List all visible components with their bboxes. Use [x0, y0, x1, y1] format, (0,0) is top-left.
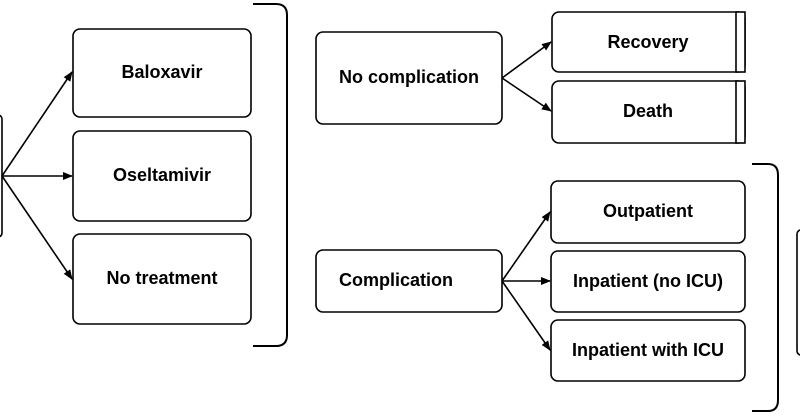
- decision-node: [0, 114, 3, 238]
- treatment-bracket: [253, 3, 288, 347]
- complication-bracket: [752, 163, 779, 412]
- node-no-treatment: No treatment: [72, 233, 252, 325]
- branch-to-outpatient: [501, 211, 551, 282]
- node-inpatient-with-icu: Inpatient with ICU: [550, 319, 746, 382]
- branch-to-death: [501, 77, 552, 112]
- node-recovery-label: Recovery: [607, 32, 688, 52]
- node-outpatient-label: Outpatient: [603, 201, 693, 221]
- terminal-bar-death: [735, 80, 746, 144]
- branch-to-inpatient-with-icu: [501, 280, 551, 351]
- branch-to-recovery: [501, 41, 552, 79]
- branch-to-baloxavir: [1, 71, 73, 177]
- terminal-bar-recovery: [735, 11, 746, 73]
- right-edge-node: [796, 229, 800, 356]
- node-oseltamivir-label: Oseltamivir: [113, 165, 211, 185]
- node-inpatient-no-icu: Inpatient (no ICU): [550, 250, 746, 313]
- node-inpatient-no-icu-label: Inpatient (no ICU): [573, 271, 723, 291]
- node-outpatient: Outpatient: [550, 180, 746, 244]
- node-no-complication-label: No complication: [339, 67, 479, 87]
- node-death-label: Death: [623, 101, 673, 121]
- node-death: Death: [551, 80, 746, 144]
- node-recovery: Recovery: [551, 11, 746, 73]
- node-inpatient-with-icu-label: Inpatient with ICU: [572, 340, 724, 360]
- node-no-complication: No complication: [315, 31, 503, 125]
- branch-to-no-treatment: [1, 175, 73, 280]
- node-complication-label: Complication: [339, 270, 453, 290]
- node-no-treatment-label: No treatment: [106, 268, 217, 288]
- node-oseltamivir: Oseltamivir: [72, 130, 252, 222]
- node-complication: Complication: [315, 249, 503, 313]
- node-baloxavir-label: Baloxavir: [121, 62, 202, 82]
- node-baloxavir: Baloxavir: [72, 28, 252, 118]
